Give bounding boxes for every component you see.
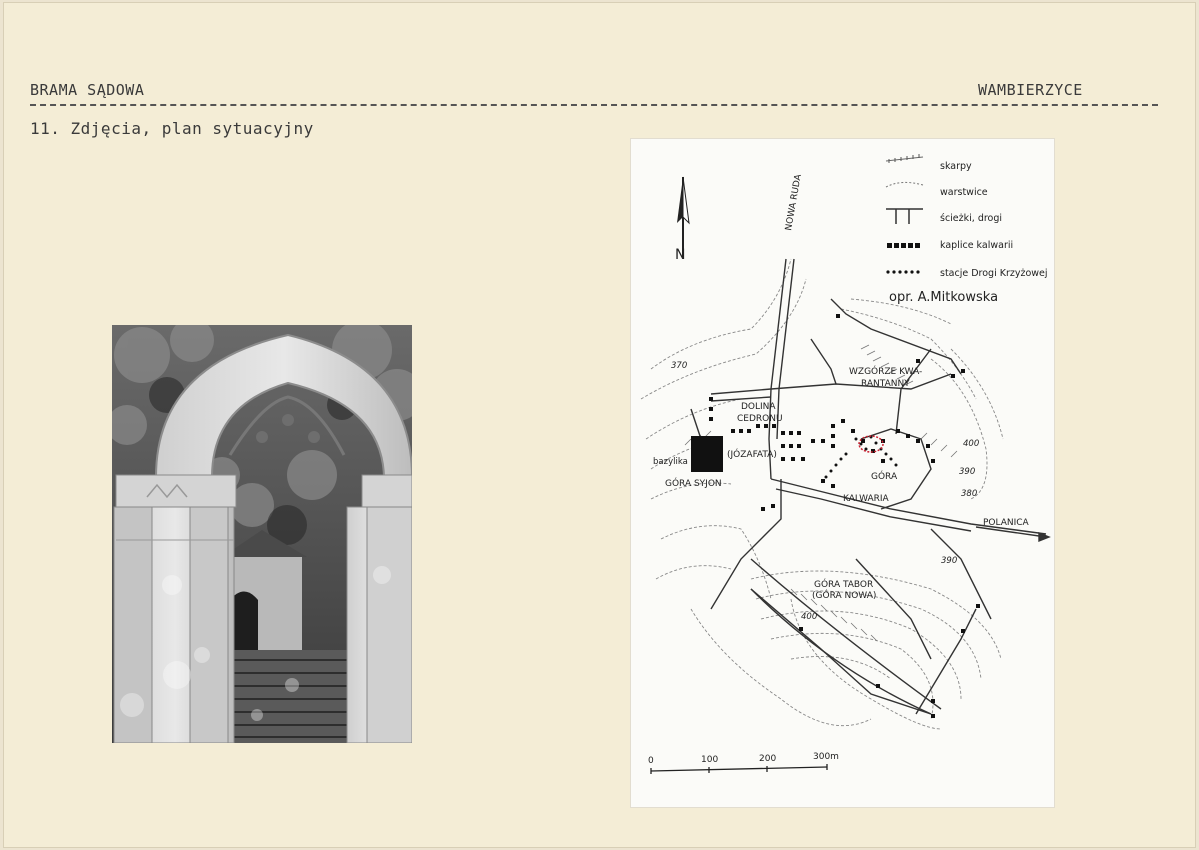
label-gora-syjon: GÓRA SYJON [665, 477, 722, 489]
header-location: WAMBIERZYCE [978, 81, 1083, 99]
legend-label-chapels: kaplice kalwarii [940, 240, 1013, 251]
scale-bar [650, 764, 828, 774]
label-dolina-2: CEDRONU [737, 414, 783, 424]
label-bazylika: bazylika [653, 457, 688, 467]
roads [690, 258, 1047, 715]
contour-400-a: 400 [963, 439, 979, 449]
label-wzgorze-2: RANTANNY [861, 379, 910, 389]
polanica-arrow-icon [975, 526, 1051, 543]
north-label: N [675, 247, 685, 263]
legend-label-warstwice: warstwice [940, 187, 988, 198]
north-arrow-icon [677, 176, 690, 257]
escarpments [684, 344, 958, 642]
scale-200: 200 [759, 754, 776, 764]
legend-label-roads: ścieżki, drogi [940, 213, 1002, 224]
label-dolina-1: DOLINA [741, 402, 776, 412]
contour-380: 380 [961, 489, 977, 499]
scale-0: 0 [648, 756, 654, 766]
label-gora-tabor: GÓRA TABOR [814, 578, 873, 590]
archive-card: BRAMA SĄDOWA WAMBIERZYCE 11. Zdjęcia, pl… [4, 3, 1195, 847]
site-plan-map: N skarpy warstwice ścieżki, drogi kaplic… [631, 139, 1054, 807]
header-divider [30, 104, 1158, 106]
basilica-marker [691, 436, 723, 472]
label-gora: GÓRA [871, 470, 898, 482]
scale-300: 300m [813, 752, 839, 762]
legend-symbols [885, 154, 924, 274]
legend-label-stations: stacje Drogi Krzyżowej [940, 268, 1048, 279]
label-polanica: POLANICA [983, 518, 1030, 528]
gate-photograph [112, 325, 412, 743]
contour-370: 370 [671, 361, 687, 371]
gate-location-highlight [858, 435, 884, 453]
contour-390-b: 390 [941, 556, 957, 566]
legend-label-skarpy: skarpy [940, 161, 972, 172]
section-subtitle: 11. Zdjęcia, plan sytuacyjny [30, 119, 314, 138]
calvary-chapels [709, 314, 980, 718]
contour-390-a: 390 [959, 467, 975, 477]
way-of-cross-stations [824, 435, 898, 479]
map-author: opr. A.Mitkowska [889, 290, 998, 305]
header-object-name: BRAMA SĄDOWA [30, 81, 145, 99]
scale-100: 100 [701, 755, 718, 765]
label-jozafata: (JÓZAFATA) [727, 448, 777, 460]
label-wzgorze-1: WZGÓRZE KWA- [849, 365, 922, 377]
contour-400-b: 400 [801, 612, 817, 622]
label-nowa-ruda: NOWA RUDA [784, 173, 804, 232]
label-gora-nowa: (GÓRA NOWA) [812, 589, 876, 601]
label-kalwaria: KALWARIA [843, 494, 890, 504]
